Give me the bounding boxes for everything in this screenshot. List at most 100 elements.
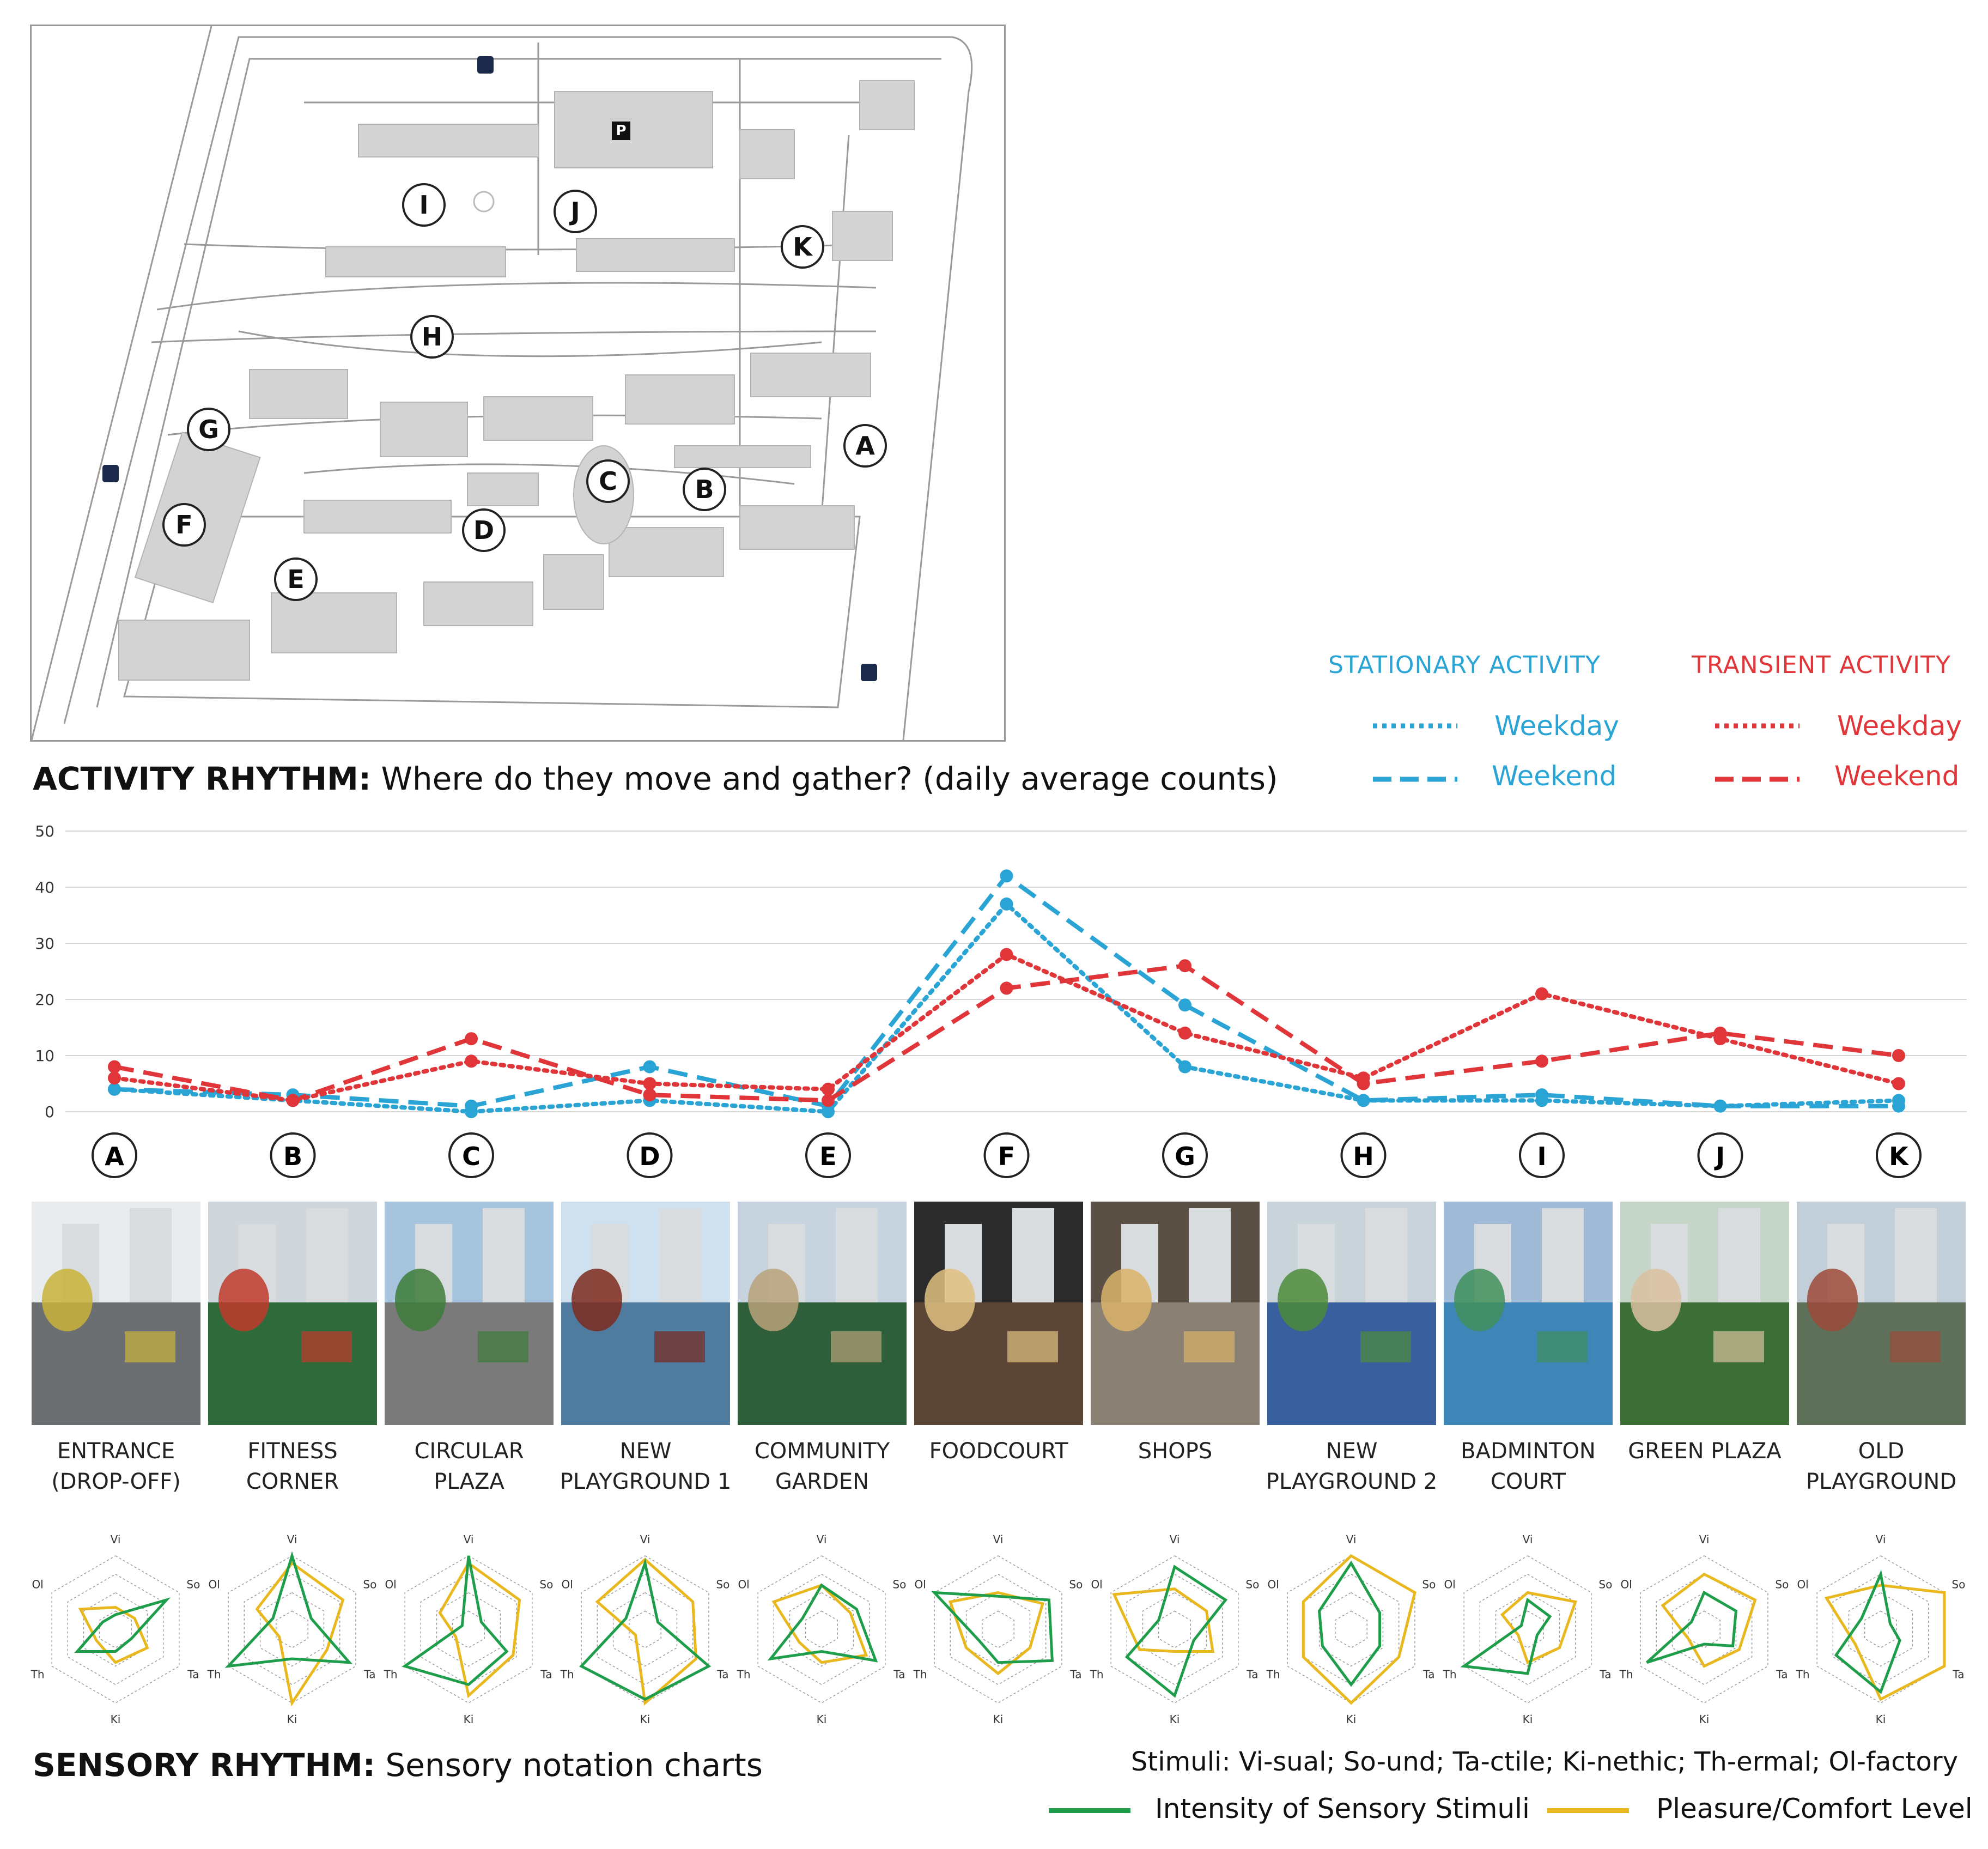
radar-axis-label: So bbox=[1951, 1578, 1965, 1591]
radar-axis-label: So bbox=[186, 1578, 200, 1591]
radar-axis-label: Th bbox=[737, 1668, 751, 1681]
map-marker-C[interactable]: C bbox=[586, 459, 630, 503]
place-label-10: GREEN PLAZA bbox=[1628, 1439, 1782, 1464]
radar-axis-label: Vi bbox=[993, 1533, 1004, 1546]
intensity-polygon bbox=[224, 1551, 353, 1668]
radar-axis-label: Vi bbox=[111, 1533, 121, 1546]
map-marker-F[interactable]: F bbox=[162, 503, 206, 547]
radar-axis-label: Ki bbox=[640, 1713, 650, 1726]
map-marker-I[interactable]: I bbox=[402, 183, 446, 227]
radar-axis-label: Ol bbox=[914, 1578, 926, 1591]
intensity-polygon bbox=[1834, 1569, 1901, 1694]
radar-axis-label: So bbox=[1598, 1578, 1612, 1591]
pleasure-polygon bbox=[1112, 1587, 1215, 1653]
intensity-polygon bbox=[931, 1591, 1054, 1664]
place-photo-4 bbox=[561, 1202, 730, 1425]
radar-axis-label: Ki bbox=[993, 1713, 1004, 1726]
intensity-polygon bbox=[1460, 1597, 1552, 1675]
place-photo-10 bbox=[1620, 1202, 1789, 1425]
radar-axis-label: Th bbox=[31, 1668, 45, 1681]
place-label-4: NEW PLAYGROUND 1 bbox=[560, 1439, 732, 1494]
radar-axis-label: Ta bbox=[716, 1668, 728, 1681]
map-marker-D[interactable]: D bbox=[462, 508, 506, 552]
y-tick-label: 10 bbox=[35, 1047, 54, 1065]
radar-axis-label: Ta bbox=[1952, 1668, 1964, 1681]
svg-text:C: C bbox=[462, 1142, 481, 1171]
data-point bbox=[465, 1054, 478, 1068]
svg-text:E: E bbox=[819, 1142, 836, 1171]
radar-axis-label: Ta bbox=[1422, 1668, 1434, 1681]
radar-axis-label: So bbox=[1069, 1578, 1083, 1591]
radar-axis-label: Ta bbox=[1246, 1668, 1258, 1681]
data-point bbox=[1000, 897, 1013, 911]
bus-icon bbox=[102, 56, 877, 681]
map-marker-B[interactable]: B bbox=[683, 468, 726, 511]
data-point bbox=[1357, 1077, 1370, 1090]
data-point bbox=[1000, 948, 1013, 961]
svg-text:J: J bbox=[1714, 1142, 1725, 1171]
radar-axis-label: Ta bbox=[893, 1668, 905, 1681]
data-point bbox=[1713, 1099, 1727, 1113]
data-point bbox=[1892, 1099, 1905, 1113]
radar-axis-label: Ol bbox=[32, 1578, 43, 1591]
x-category-G: G bbox=[1162, 1132, 1208, 1178]
legend-transient-weekday: Weekday bbox=[1837, 710, 1962, 742]
place-label-5: COMMUNITY GARDEN bbox=[754, 1439, 890, 1494]
radar-axis-label: Ol bbox=[1620, 1578, 1632, 1591]
radar-axis-label: Ki bbox=[817, 1713, 827, 1726]
pleasure-polygon bbox=[949, 1591, 1044, 1676]
radar-axis-label: Ki bbox=[111, 1713, 121, 1726]
radar-axis-label: Vi bbox=[287, 1533, 297, 1546]
map-marker-K[interactable]: K bbox=[781, 225, 824, 269]
radar-axis-label: Th bbox=[1796, 1668, 1810, 1681]
data-point bbox=[1535, 1054, 1548, 1068]
intensity-polygon bbox=[579, 1558, 712, 1701]
place-label-7: SHOPS bbox=[1138, 1439, 1213, 1464]
radar-axis-label: So bbox=[1422, 1578, 1436, 1591]
intensity-polygon bbox=[402, 1555, 509, 1687]
x-category-B: B bbox=[270, 1132, 316, 1178]
radar-axis-label: So bbox=[716, 1578, 729, 1591]
data-point bbox=[1000, 869, 1013, 883]
pleasure-legend-swatch bbox=[1547, 1808, 1629, 1813]
data-point bbox=[108, 1082, 121, 1096]
x-category-E: E bbox=[805, 1132, 851, 1178]
data-point bbox=[1535, 987, 1548, 1001]
pleasure-polygon bbox=[1500, 1591, 1577, 1665]
x-category-I: I bbox=[1519, 1132, 1565, 1178]
data-point bbox=[1178, 1060, 1191, 1074]
pleasure-polygon bbox=[78, 1605, 149, 1664]
sensory-title-bold: SENSORY RHYTHM: bbox=[33, 1747, 375, 1784]
pleasure-polygon bbox=[438, 1561, 521, 1699]
map-marker-G[interactable]: G bbox=[187, 408, 230, 451]
legend-stationary-weekend: Weekend bbox=[1492, 760, 1617, 792]
place-photo-2 bbox=[208, 1202, 377, 1425]
radar-axis-label: Ki bbox=[464, 1713, 474, 1726]
legend-transient-weekend: Weekend bbox=[1834, 760, 1960, 792]
site-map: P A B C D E F G H I J K bbox=[30, 25, 1006, 742]
activity-title-rest: Where do they move and gather? (daily av… bbox=[371, 760, 1278, 797]
intensity-polygon bbox=[1317, 1560, 1382, 1687]
activity-title: ACTIVITY RHYTHM: Where do they move and … bbox=[33, 760, 1278, 797]
data-point bbox=[465, 1032, 478, 1046]
legend-line-samples bbox=[1373, 723, 1799, 782]
radar-axis-label: Ta bbox=[1599, 1668, 1611, 1681]
map-marker-E[interactable]: E bbox=[274, 557, 318, 601]
x-category-K: K bbox=[1876, 1132, 1922, 1178]
pleasure-polygon bbox=[1824, 1584, 1946, 1701]
radar-axis-label: Ol bbox=[738, 1578, 749, 1591]
data-point bbox=[465, 1099, 478, 1113]
map-marker-J[interactable]: J bbox=[554, 190, 597, 233]
x-category-C: C bbox=[448, 1132, 494, 1178]
radar-axis-label: Ol bbox=[1091, 1578, 1102, 1591]
map-marker-A[interactable]: A bbox=[843, 424, 887, 468]
x-category-F: F bbox=[983, 1132, 1030, 1178]
radar-axis-label: Vi bbox=[1346, 1533, 1357, 1546]
data-point bbox=[1178, 998, 1191, 1012]
map-marker-H[interactable]: H bbox=[410, 315, 454, 359]
radar-axis-label: Ol bbox=[1267, 1578, 1279, 1591]
radar-axis-label: Ol bbox=[561, 1578, 573, 1591]
radar-axis-label: Ta bbox=[187, 1668, 199, 1681]
